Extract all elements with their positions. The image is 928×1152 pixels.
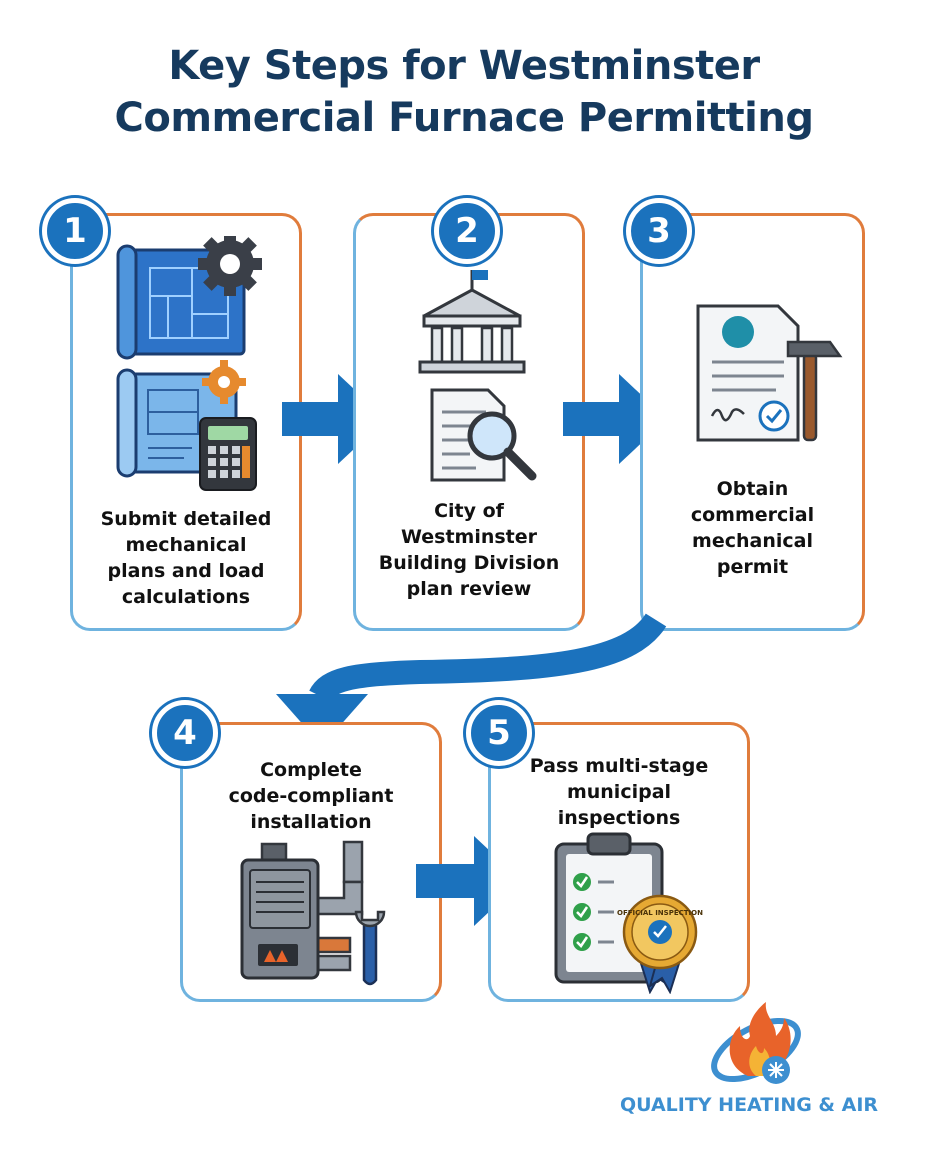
step-1-badge: 1	[42, 198, 108, 264]
furnace-wrench-icon	[240, 840, 386, 986]
step-3-label-line-4: permit	[716, 556, 789, 578]
step-4-label-line-2: code-compliant	[228, 785, 394, 807]
seal-text: OFFICIAL INSPECTION	[617, 909, 703, 917]
step-2-label-line-2: Westminster	[400, 526, 538, 548]
step-2-badge: 2	[434, 198, 500, 264]
step-3-label-line-3: mechanical	[692, 530, 813, 552]
clipboard-inspection-badge-icon: OFFICIAL INSPECTION	[554, 832, 703, 994]
brand-logo-icon	[711, 1002, 801, 1084]
step-3-label-line-2: commercial	[690, 504, 815, 526]
step-2-label-line-4: plan review	[406, 578, 532, 600]
step-1-label-line-4: calculations	[121, 586, 251, 608]
blueprint-calculator-icon	[116, 236, 262, 491]
step-4-badge: 4	[152, 700, 218, 766]
permit-certificate-hammer-icon	[696, 304, 843, 442]
step-2-label-line-1: City of	[434, 500, 504, 522]
step-1-label-line-1: Submit detailed	[100, 508, 272, 530]
step-4-label-line-1: Complete	[260, 759, 362, 781]
step-1-label-line-2: mechanical	[125, 534, 247, 556]
title-line-1: Key Steps for Westminster	[168, 43, 760, 89]
step-1-label-line-3: plans and load	[107, 560, 265, 582]
step-3-badge: 3	[626, 198, 692, 264]
step-4-label-line-3: installation	[250, 811, 372, 833]
step-5-label-line-2: municipal	[566, 781, 672, 803]
arrow-3-to-4	[276, 613, 667, 746]
building-document-magnifier-icon	[418, 270, 537, 482]
title-line-2: Commercial Furnace Permitting	[114, 95, 815, 141]
step-3-label-line-1: Obtain	[716, 478, 789, 500]
brand-name: QUALITY HEATING & AIR	[619, 1094, 879, 1116]
step-5-label-line-3: inspections	[557, 807, 681, 829]
step-5-label-line-1: Pass multi-stage	[529, 755, 709, 777]
step-5-badge: 5	[466, 700, 532, 766]
step-2-label-line-3: Building Division	[378, 552, 560, 574]
page-title: Key Steps for Westminster Commercial Fur…	[0, 40, 928, 144]
